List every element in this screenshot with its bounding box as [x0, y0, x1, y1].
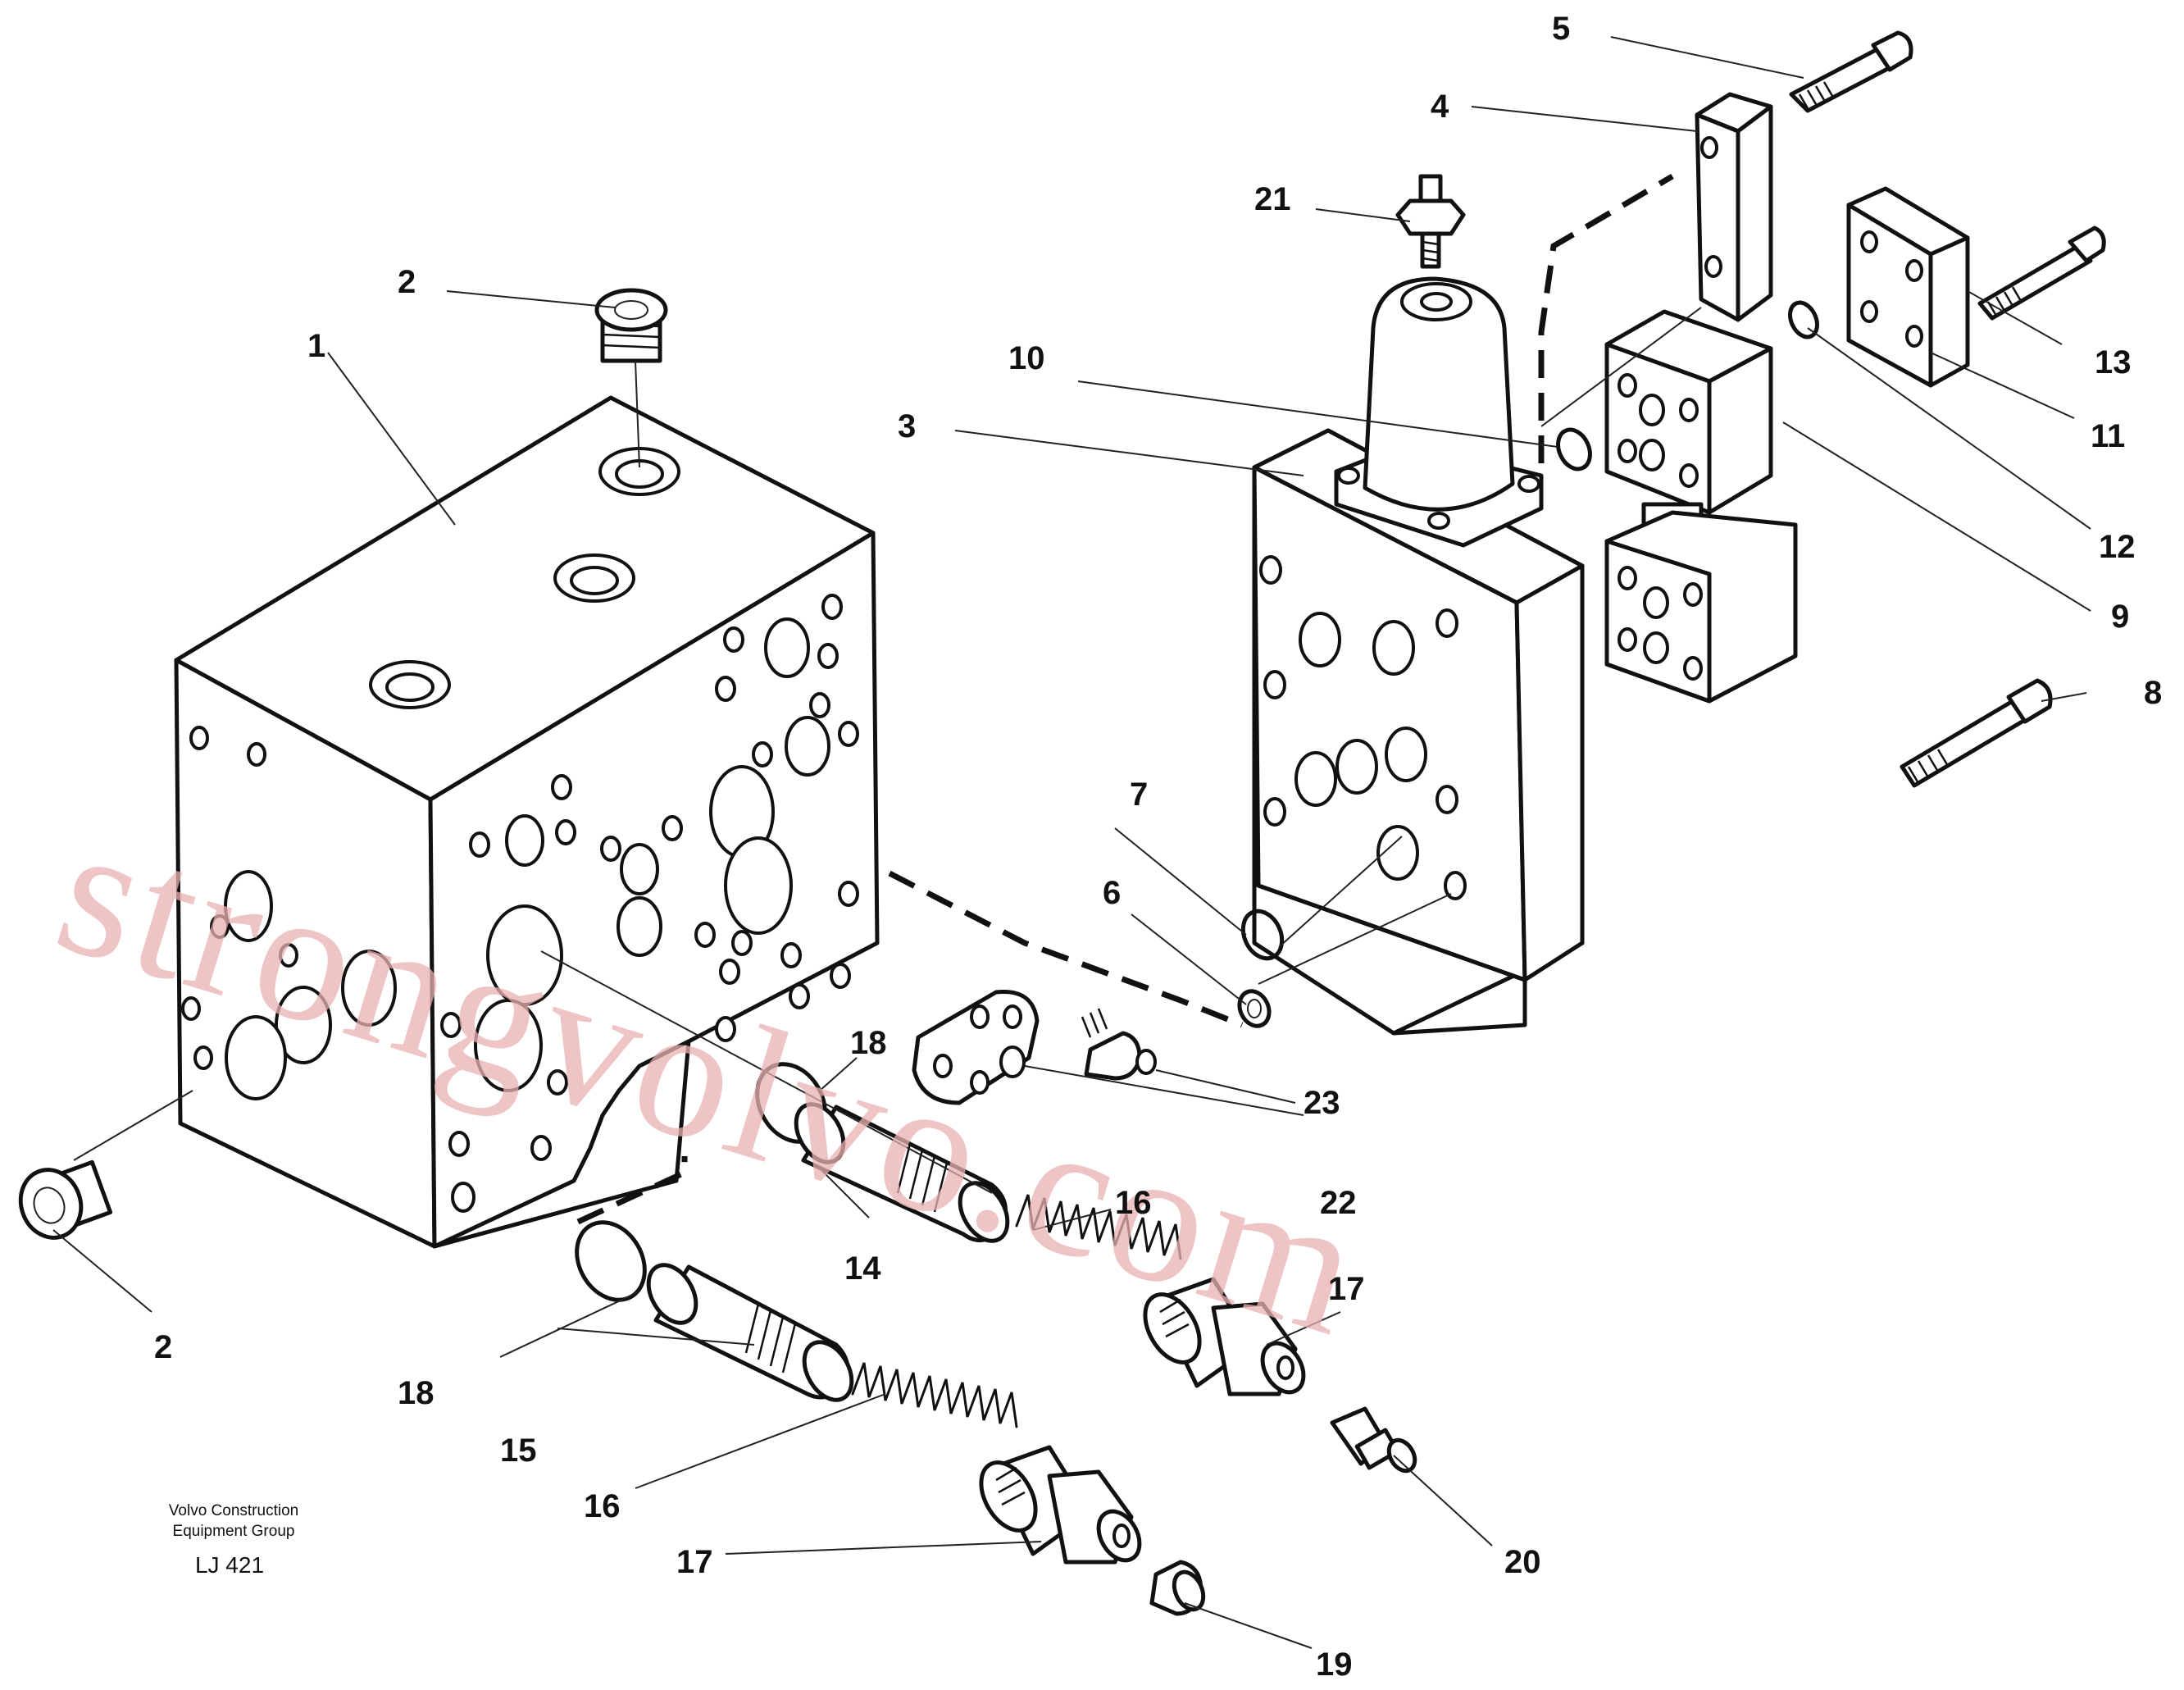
callout-7: 7 [1130, 777, 1148, 813]
plug-2-top [594, 288, 668, 363]
plug-2-left [18, 1159, 113, 1240]
plug-23 [1081, 1008, 1157, 1081]
o-ring-7 [1240, 909, 1285, 961]
spool-14 [794, 1102, 1010, 1243]
callout-9: 9 [2111, 599, 2129, 635]
o-ring-18b [575, 1220, 647, 1302]
callout-14: 14 [844, 1250, 881, 1287]
callout-5: 5 [1552, 11, 1570, 47]
drawing-code: LJ 421 [195, 1552, 264, 1578]
caption-line-2: Equipment Group [173, 1523, 295, 1540]
callout-10: 10 [1008, 340, 1045, 376]
left-face-holes [181, 726, 397, 1100]
callout-19: 19 [1316, 1647, 1353, 1683]
cover-plate-11 [1846, 186, 1970, 388]
adjuster-17-lower [979, 1445, 1142, 1565]
callout-4: 4 [1431, 89, 1449, 125]
caption-line-1: Volvo Construction [169, 1502, 298, 1519]
callout-12: 12 [2099, 529, 2136, 565]
spool-15 [646, 1263, 854, 1402]
callout-17-upper: 17 [1328, 1271, 1365, 1307]
callout-15: 15 [500, 1433, 537, 1469]
publisher-caption: Volvo Construction Equipment Group LJ 42… [169, 1502, 298, 1578]
callout-18-upper: 18 [850, 1025, 887, 1061]
long-screw-8 [1900, 678, 2053, 788]
nipple-21 [1395, 174, 1466, 269]
spring-16-upper [1015, 1194, 1182, 1260]
o-ring-10 [1556, 427, 1592, 471]
callout-16-upper: 16 [1115, 1185, 1152, 1221]
callout-16-lower: 16 [584, 1488, 621, 1524]
cap-19 [1149, 1560, 1206, 1616]
callout-20: 20 [1504, 1544, 1541, 1580]
callout-22: 22 [1320, 1185, 1357, 1221]
fitting-20 [1330, 1406, 1417, 1474]
callout-2-left: 2 [154, 1329, 172, 1365]
leader-lines [52, 36, 2091, 1649]
cap-screw-5 [1789, 30, 1913, 113]
o-ring-6 [1237, 989, 1272, 1028]
o-ring-12 [1788, 300, 1819, 339]
callout-2-top: 2 [398, 264, 416, 300]
callout-11: 11 [2091, 418, 2125, 454]
callout-13: 13 [2095, 344, 2132, 380]
callout-8: 8 [2144, 675, 2162, 711]
callout-18-lower: 18 [398, 1375, 435, 1411]
spring-16-lower [851, 1362, 1018, 1428]
relief-valve-body [1252, 173, 1674, 1036]
mount-bar-4 [1695, 92, 1773, 322]
callout-21: 21 [1254, 181, 1291, 217]
front-face-holes [440, 594, 859, 1213]
callout-1: 1 [307, 328, 325, 364]
valve-block-main [174, 395, 1244, 1249]
flange-cover-22 [912, 989, 1040, 1105]
callout-17-lower: 17 [676, 1544, 713, 1580]
callout-labels: 1 2 2 3 4 5 6 7 8 9 10 11 12 13 14 15 16… [154, 11, 2162, 1683]
callout-3: 3 [898, 408, 916, 444]
solenoid-module-9 [1604, 309, 1798, 704]
seals [575, 300, 1819, 1302]
top-ports [369, 447, 680, 709]
callout-6: 6 [1103, 875, 1121, 911]
adjuster-17-upper [1143, 1277, 1306, 1396]
screw-13 [1977, 225, 2106, 321]
callout-23: 23 [1304, 1085, 1340, 1121]
